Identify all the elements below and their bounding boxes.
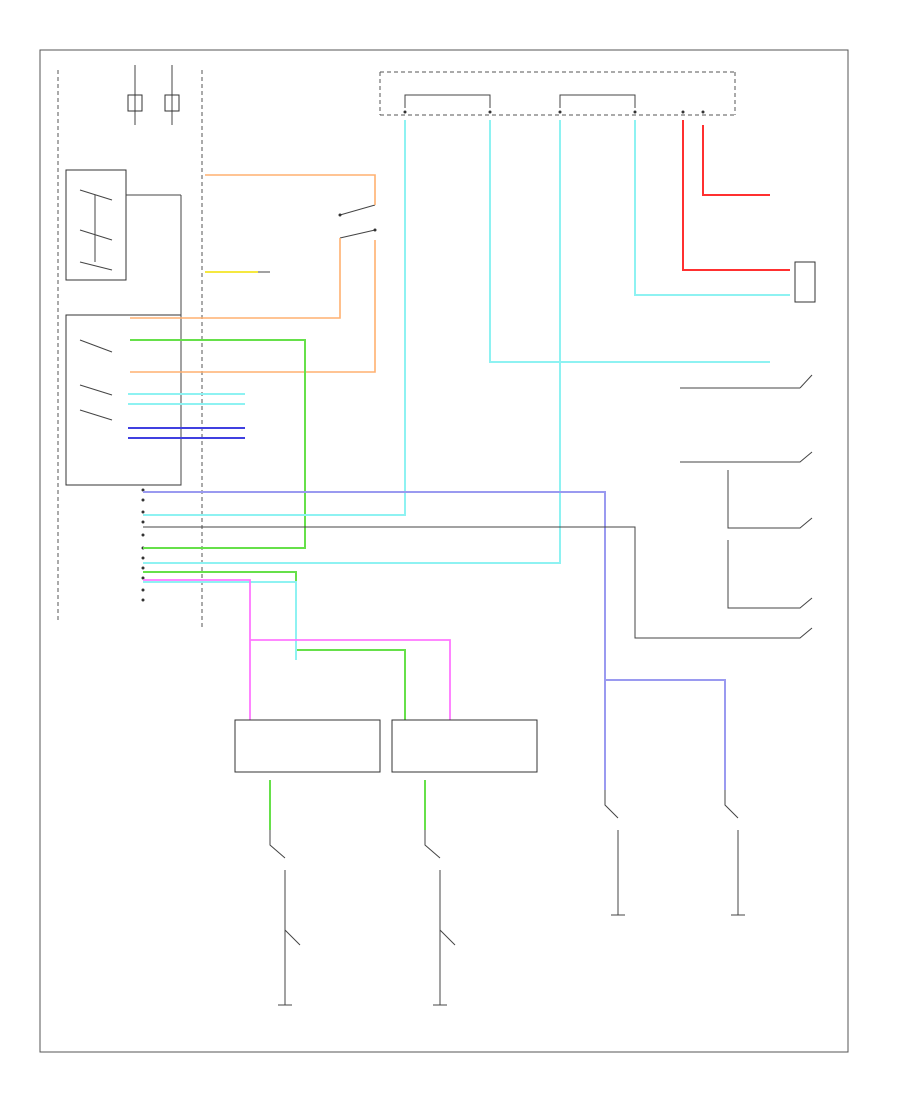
- top-left-fuse-area: [127, 65, 180, 125]
- ground-symbols: [278, 914, 745, 1006]
- left-upper-relay-contacts: [79, 189, 113, 271]
- violet-wires: [143, 491, 726, 790]
- center-relay: [338, 204, 377, 239]
- left-main-module-switches: [79, 339, 113, 421]
- diagram-frame: [39, 49, 849, 1053]
- pink-wires: [143, 579, 451, 720]
- green-wires: [130, 339, 426, 830]
- red-wires: [682, 120, 790, 271]
- left-upper-relay-box: [65, 169, 127, 281]
- orange-wires: [130, 174, 376, 373]
- right-side-circuits: [143, 261, 816, 639]
- lower-right-module: [391, 719, 538, 773]
- lower-left-module: [234, 719, 381, 773]
- top-control-unit: [379, 71, 736, 116]
- left-connector-pins: [141, 488, 145, 602]
- blue-wires: [128, 427, 245, 439]
- cyan-wires: [128, 120, 790, 660]
- lower-ground-circuits: [269, 790, 739, 1005]
